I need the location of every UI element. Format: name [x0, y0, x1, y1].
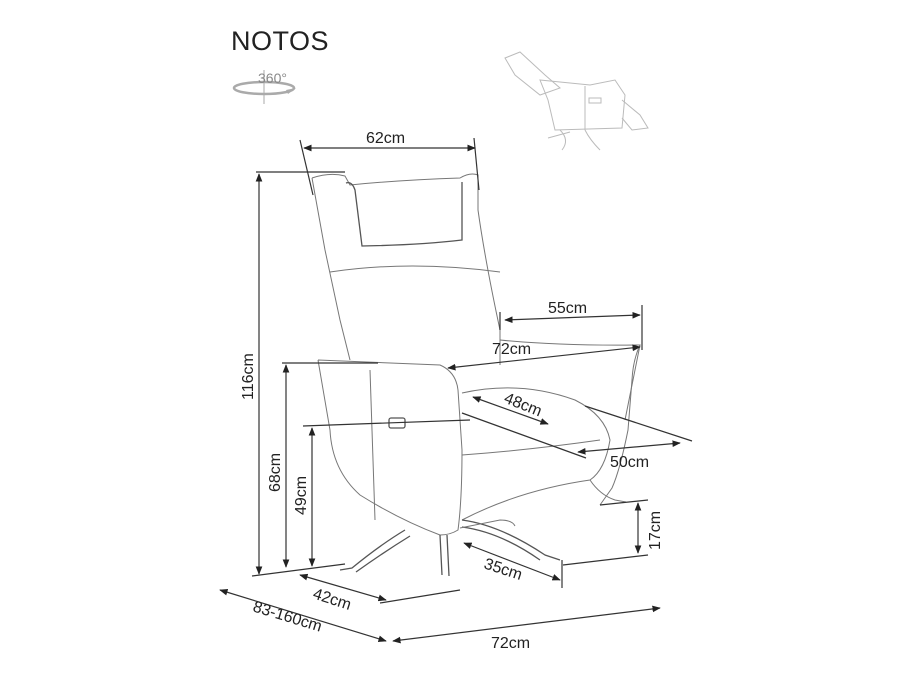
dim-footrest-height: 17cm [562, 499, 664, 566]
dim-label-49cm: 49cm [293, 476, 310, 515]
product-title: NOTOS [231, 26, 330, 56]
dim-top-width: 62cm [299, 130, 480, 196]
dim-label-72cm-bottom: 72cm [491, 635, 530, 652]
dim-label-116cm: 116cm [240, 353, 257, 400]
reclined-chair-thumbnail [504, 51, 649, 151]
dim-total-height: 116cm [240, 171, 345, 575]
dim-label-72cm-upper: 72cm [492, 341, 531, 358]
dim-seat-depth: 48cm [472, 390, 549, 425]
dim-label-17cm: 17cm [647, 511, 664, 550]
dim-label-48cm: 48cm [502, 390, 545, 420]
dim-label-68cm: 68cm [267, 453, 284, 492]
dim-seat-height: 49cm [293, 419, 471, 567]
dim-base-leg: 35cm [463, 542, 563, 588]
chair-drawing [311, 173, 641, 577]
dim-label-50cm: 50cm [610, 454, 649, 471]
dim-seat-back-depth: 55cm [499, 300, 643, 350]
dim-label-62cm: 62cm [366, 130, 405, 147]
dim-label-35cm: 35cm [482, 556, 524, 584]
dim-label-55cm: 55cm [548, 300, 587, 317]
dim-seat-width: 50cm [461, 405, 693, 471]
dim-armrest-height: 68cm [267, 362, 378, 568]
ground-line-left [251, 563, 346, 577]
dim-label-42cm: 42cm [311, 586, 353, 614]
rotation-360-icon [232, 70, 296, 104]
dim-total-depth: 83-160cm [219, 589, 387, 642]
dim-base-depth: 42cm [299, 573, 461, 614]
rotation-label: 360° [258, 70, 287, 86]
dim-upper-width: 72cm [447, 341, 641, 371]
dim-label-83-160cm: 83-160cm [251, 599, 324, 636]
dim-total-width: 72cm [392, 605, 661, 652]
